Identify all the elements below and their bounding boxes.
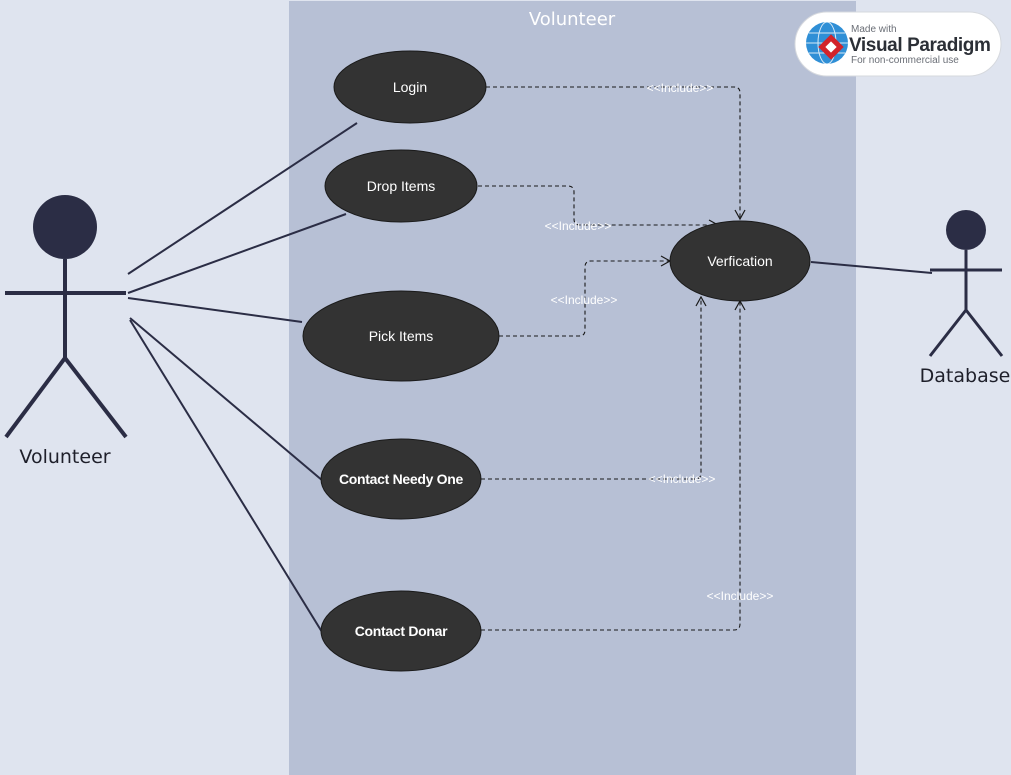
association-contact-needy[interactable] xyxy=(129,317,324,482)
include-drop-items[interactable] xyxy=(478,185,720,231)
use-case-contact-needy[interactable]: Contact Needy One xyxy=(320,438,482,520)
actor-database-label: Database xyxy=(920,365,1011,387)
watermark-badge: Made with Visual Paradigm For non-commer… xyxy=(794,11,1002,77)
actor-volunteer[interactable]: Volunteer xyxy=(4,195,128,468)
include-contact-needy[interactable] xyxy=(481,295,707,480)
association-pick-items[interactable] xyxy=(127,297,303,323)
include-label-contact-needy: <<Include>> xyxy=(649,472,716,486)
use-case-verification[interactable]: Verfication xyxy=(669,220,811,302)
association-contact-donar[interactable] xyxy=(129,319,323,633)
use-case-contact-donar-label: Contact Donar xyxy=(355,623,448,639)
include-dependencies xyxy=(478,86,746,631)
watermark-line1: Made with xyxy=(851,24,897,35)
use-case-contact-needy-label: Contact Needy One xyxy=(339,471,464,487)
use-case-drop-items[interactable]: Drop Items xyxy=(324,149,478,223)
use-case-pick-items[interactable]: Pick Items xyxy=(302,290,500,382)
include-label-login: <<Include>> xyxy=(647,81,714,95)
association-login[interactable] xyxy=(127,122,358,275)
actor-volunteer-label: Volunteer xyxy=(19,446,110,468)
use-case-login-label: Login xyxy=(393,79,427,95)
actor-database[interactable]: Database xyxy=(920,210,1011,387)
watermark-line3: For non-commercial use xyxy=(851,55,959,66)
include-label-drop-items: <<Include>> xyxy=(545,219,612,233)
volunteer-stick-figure-icon xyxy=(4,195,128,439)
include-login[interactable] xyxy=(486,86,746,221)
include-label-contact-donar: <<Include>> xyxy=(707,589,774,603)
use-case-verification-label: Verfication xyxy=(707,253,772,269)
use-case-contact-donar[interactable]: Contact Donar xyxy=(320,590,482,672)
system-boundary-title: Volunteer xyxy=(529,9,616,30)
use-case-login[interactable]: Login xyxy=(333,50,487,124)
include-pick-items[interactable] xyxy=(499,255,672,337)
volunteer-associations xyxy=(127,122,358,633)
use-case-pick-items-label: Pick Items xyxy=(369,328,434,344)
include-label-pick-items: <<Include>> xyxy=(551,293,618,307)
database-stick-figure-icon xyxy=(928,210,1004,357)
globe-logo-icon xyxy=(806,21,848,65)
association-drop-items[interactable] xyxy=(127,213,347,294)
use-case-drop-items-label: Drop Items xyxy=(367,178,435,194)
watermark-line2: Visual Paradigm xyxy=(849,35,991,56)
association-database[interactable] xyxy=(810,261,933,274)
include-contact-donar[interactable] xyxy=(481,299,746,631)
